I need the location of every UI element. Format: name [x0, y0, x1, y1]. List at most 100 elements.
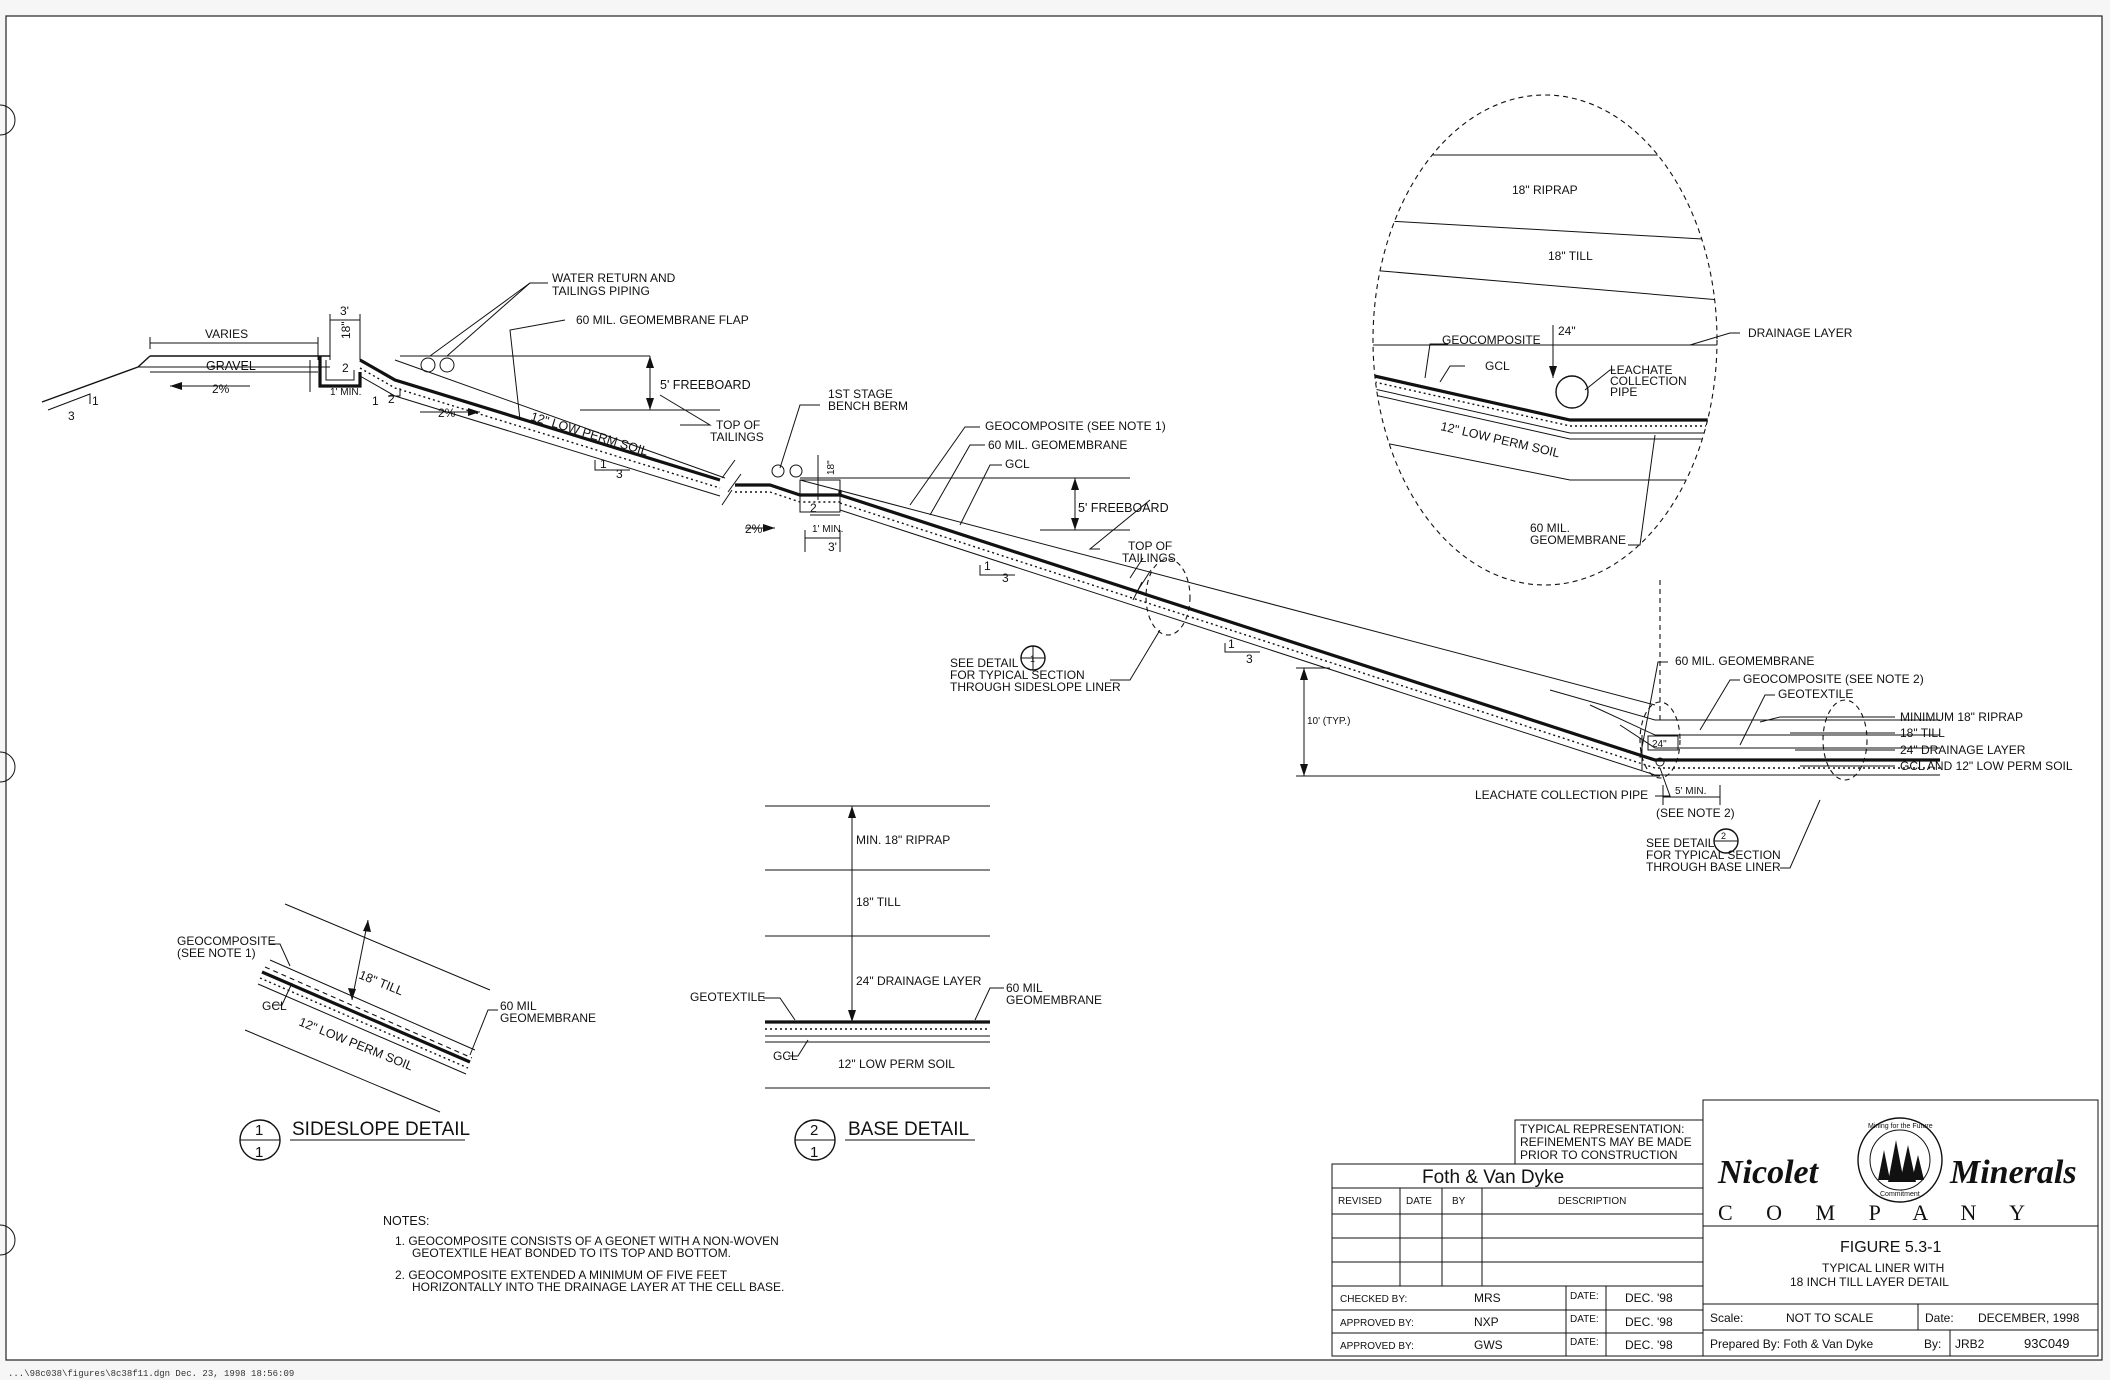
sideslope-detail-drawing: [244, 903, 498, 1113]
label-geomembrane-main: 60 MIL. GEOMEMBRANE: [988, 438, 1127, 452]
note-2-line-1: 2. GEOCOMPOSITE EXTENDED A MINIMUM OF FI…: [395, 1268, 728, 1282]
label-top-tailings-lower-2: TAILINGS: [1122, 551, 1176, 565]
company-name-left: Nicolet: [1717, 1154, 1820, 1191]
label-5ft-min: 5' MIN.: [1675, 786, 1706, 797]
marker-1-top: 1: [1030, 654, 1035, 664]
label-freeboard-upper: 5' FREEBOARD: [660, 378, 751, 392]
label-18in-bench: 18": [826, 460, 837, 475]
label-dim-2-bench: 2: [810, 501, 817, 515]
label-3ft: 3': [340, 304, 349, 318]
label-top-tailings-1: TOP OF: [716, 418, 760, 432]
note-2-line-2: HORIZONTALLY INTO THE DRAINAGE LAYER AT …: [412, 1280, 784, 1294]
label-bench-berm-1: 1ST STAGE: [828, 387, 893, 401]
label-slope-3-c: 3: [1246, 652, 1253, 666]
label-slope-1-a: 1: [600, 457, 607, 471]
date-label-main: Date:: [1925, 1311, 1954, 1325]
label-gravel: GRAVEL: [206, 359, 256, 373]
date-label-2: DATE:: [1570, 1314, 1599, 1325]
scale-label: Scale:: [1710, 1311, 1743, 1325]
inset-geocomposite: GEOCOMPOSITE: [1442, 333, 1541, 347]
binder-hole-bottom: [0, 1224, 16, 1256]
base-gcl: GCL: [773, 1049, 798, 1063]
inset-gcl: GCL: [1485, 359, 1510, 373]
inset-leachate-2: COLLECTION: [1610, 374, 1687, 388]
sideslope-geomembrane-2: GEOMEMBRANE: [500, 1011, 596, 1025]
inset-riprap: 18" RIPRAP: [1512, 183, 1578, 197]
label-slope-2-crest: 2: [388, 392, 395, 406]
inset-drainage-layer: DRAINAGE LAYER: [1748, 326, 1853, 340]
approved-initials-1: NXP: [1474, 1315, 1499, 1329]
label-1ft-min: 1' MIN.: [330, 387, 361, 398]
label-see-detail-2-b: FOR TYPICAL SECTION: [1646, 848, 1781, 862]
date-value-1: DEC. '98: [1625, 1291, 1673, 1305]
title-block: [1331, 1099, 2099, 1357]
base-detail-drawing: [763, 805, 1004, 1089]
base-title: BASE DETAIL: [848, 1119, 969, 1140]
sideslope-gcl: GCL: [262, 999, 287, 1013]
date-value-3: DEC. '98: [1625, 1338, 1673, 1352]
label-slope-3-left: 3: [68, 409, 75, 423]
label-slope-2pct-crest: 2%: [438, 406, 456, 420]
rev-header-description: DESCRIPTION: [1558, 1196, 1626, 1207]
notes-heading: NOTES:: [383, 1214, 430, 1228]
approved-initials-2: GWS: [1474, 1338, 1503, 1352]
notes: NOTES: 1. GEOCOMPOSITE CONSISTS OF A GEO…: [383, 1214, 784, 1294]
label-gcl-main: GCL: [1005, 457, 1030, 471]
label-see-note2: (SEE NOTE 2): [1656, 806, 1735, 820]
inset-leachate-1: LEACHATE: [1610, 363, 1672, 377]
date-label-1: DATE:: [1570, 1291, 1599, 1302]
label-slope-2pct-bench: 2%: [745, 522, 763, 536]
label-slope-1-b: 1: [984, 559, 991, 573]
typical-rep-3: PRIOR TO CONSTRUCTION: [1520, 1148, 1678, 1162]
logo-ring-bottom: Commitment: [1880, 1191, 1920, 1198]
label-geomembrane-60: 60 MIL. GEOMEMBRANE: [1675, 654, 1814, 668]
base-low-perm: 12" LOW PERM SOIL: [838, 1057, 955, 1071]
typical-rep-2: REFINEMENTS MAY BE MADE: [1520, 1135, 1692, 1149]
inset-leachate-3: PIPE: [1610, 385, 1637, 399]
label-see-detail-2-a: SEE DETAIL: [1646, 836, 1715, 850]
label-top-tailings-2: TAILINGS: [710, 430, 764, 444]
sideslope-geomembrane-1: 60 MIL: [500, 999, 537, 1013]
label-min-riprap: MINIMUM 18" RIPRAP: [1900, 710, 2023, 724]
label-drainage-24: 24" DRAINAGE LAYER: [1900, 743, 2026, 757]
figure-title-1: TYPICAL LINER WITH: [1822, 1261, 1944, 1275]
rev-header-date: DATE: [1406, 1196, 1432, 1207]
label-18in: 18": [339, 321, 353, 339]
label-gcl-low-perm: GCL AND 12" LOW PERM SOIL: [1900, 759, 2073, 773]
main-cross-section: [41, 314, 1940, 805]
label-10ft-typ: 10' (TYP.): [1307, 716, 1350, 727]
figure-title-2: 18 INCH TILL LAYER DETAIL: [1790, 1275, 1949, 1289]
sideslope-geocomposite-2: (SEE NOTE 1): [177, 946, 256, 960]
label-see-detail-2-c: THROUGH BASE LINER: [1646, 860, 1781, 874]
figure-number: FIGURE 5.3-1: [1840, 1239, 1941, 1256]
binder-hole-mid: [0, 751, 16, 783]
base-geomembrane-1: 60 MIL: [1006, 981, 1043, 995]
zoom-inset: [1372, 94, 1740, 720]
checked-initials: MRS: [1474, 1291, 1501, 1305]
svg-text:2: 2: [1721, 831, 1726, 841]
label-top-tailings-lower-1: TOP OF: [1128, 539, 1172, 553]
label-water-return-1: WATER RETURN AND: [552, 271, 676, 285]
firm-name: Foth & Van Dyke: [1422, 1167, 1564, 1188]
label-geocomposite-note2: GEOCOMPOSITE (SEE NOTE 2): [1743, 672, 1924, 686]
by-label: By:: [1924, 1337, 1941, 1351]
section-marker-2: 2: [1713, 828, 1739, 854]
label-see-detail-1-a: SEE DETAIL: [950, 656, 1019, 670]
file-path-footer: ...\98c038\figures\8c38f11.dgn Dec. 23, …: [8, 1369, 294, 1379]
sideslope-number-top: 1: [255, 1122, 263, 1139]
sheet-border: [5, 15, 2103, 1361]
label-freeboard-lower: 5' FREEBOARD: [1078, 501, 1169, 515]
label-geomembrane-flap: 60 MIL. GEOMEMBRANE FLAP: [576, 313, 749, 327]
date-value-main: DECEMBER, 1998: [1978, 1311, 2080, 1325]
approved-by-label-2: APPROVED BY:: [1340, 1341, 1414, 1352]
rev-header-by: BY: [1452, 1196, 1466, 1207]
label-slope-1-left: 1: [92, 394, 99, 408]
approved-by-label-1: APPROVED BY:: [1340, 1318, 1414, 1329]
label-3ft-bench: 3': [828, 540, 837, 554]
inset-till: 18" TILL: [1548, 249, 1593, 263]
note-1-line-1: 1. GEOCOMPOSITE CONSISTS OF A GEONET WIT…: [395, 1234, 779, 1248]
company-name-right: Minerals: [1949, 1154, 2077, 1191]
label-see-detail-1-c: THROUGH SIDESLOPE LINER: [950, 680, 1121, 694]
